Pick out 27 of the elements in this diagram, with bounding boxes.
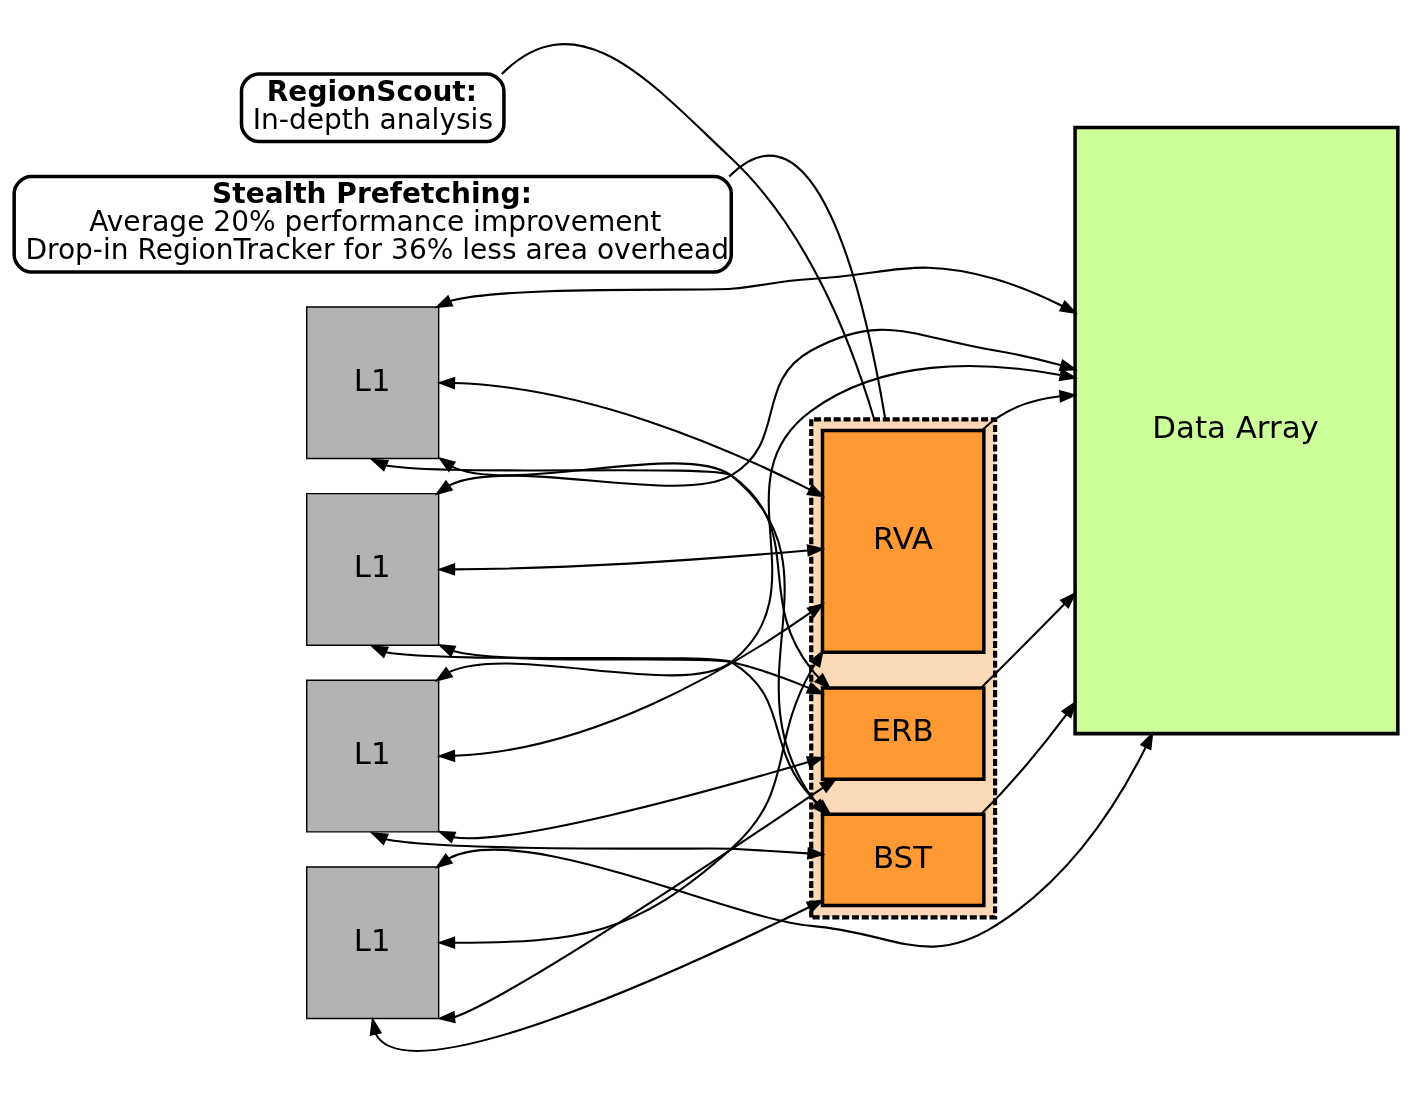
arrow xyxy=(436,544,826,576)
arrow xyxy=(437,756,826,844)
node-box: RegionScout: In-depth analysis xyxy=(239,72,506,144)
arrow xyxy=(369,899,825,1052)
node-box: L1 xyxy=(306,306,440,460)
arrow xyxy=(981,389,1078,432)
node-box: ERB xyxy=(820,686,986,781)
node-box: Stealth Prefetching: Average 20% performance improvement Drop-in RegionTracker for 36% less area overhead xyxy=(12,174,733,274)
node-box: BST xyxy=(820,812,986,908)
arrow xyxy=(434,731,1154,948)
arrow xyxy=(437,456,832,691)
connector xyxy=(728,154,887,420)
arrow xyxy=(434,328,1078,496)
arrow xyxy=(437,643,826,695)
arrow xyxy=(436,376,826,498)
node-box: RVA xyxy=(820,428,986,654)
arrow xyxy=(436,649,825,950)
arrow xyxy=(434,266,1078,315)
connector xyxy=(501,43,876,420)
node-box: L1 xyxy=(306,866,440,1020)
arrow xyxy=(436,777,838,1024)
arrow xyxy=(436,602,825,763)
node-box: L1 xyxy=(306,492,440,646)
node-box: L1 xyxy=(306,679,440,833)
arrow xyxy=(434,365,1078,683)
node-box: Data Array xyxy=(1073,125,1400,736)
arrow xyxy=(369,831,826,860)
